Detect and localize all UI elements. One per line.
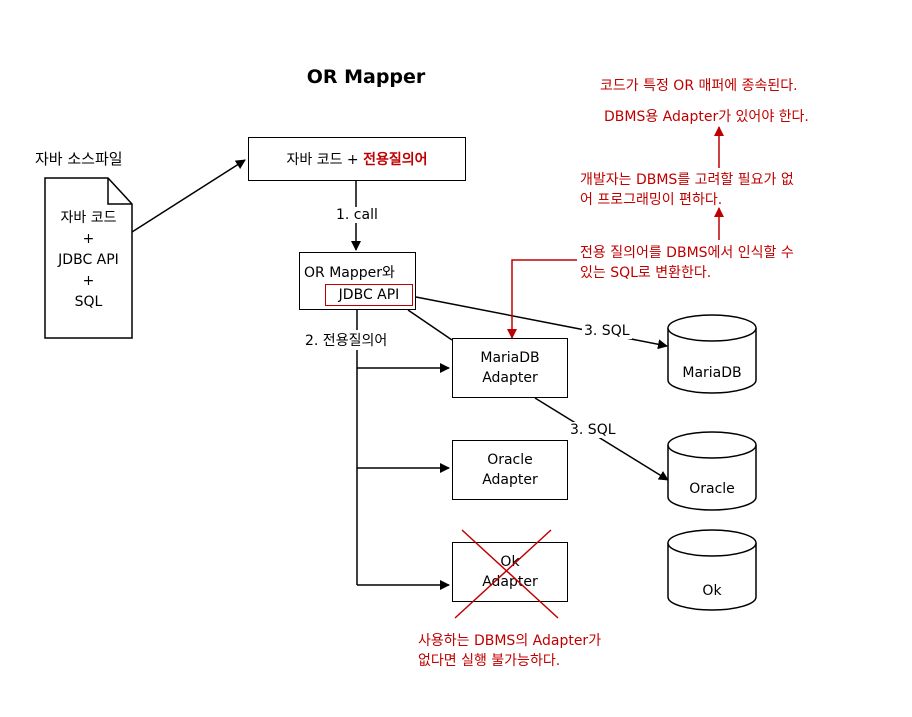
source-file-line: 자바 코드	[60, 210, 117, 226]
java-code-box: 자바 코드 + 전용질의어	[248, 137, 466, 181]
database-mariadb-shape	[667, 314, 757, 394]
edge-label-query: 2. 전용질의어	[303, 330, 390, 350]
source-file-line: SQL	[74, 294, 103, 310]
source-file-line: +	[82, 231, 95, 247]
or-mapper-box: OR Mapper와 JDBC API	[299, 252, 416, 310]
source-file-shape	[44, 177, 133, 339]
note-developer: 개발자는 DBMS를 고려할 필요가 없 어 프로그래밍이 편하다.	[580, 172, 794, 208]
note-unavailable: 사용하는 DBMS의 Adapter가 없다면 실행 불가능하다.	[418, 633, 602, 669]
database-oracle-shape	[667, 431, 757, 511]
source-file-fold	[107, 178, 132, 205]
adapter-oracle: Oracle Adapter	[452, 440, 568, 500]
diagram-title: OR Mapper	[306, 66, 426, 88]
edge-label-sql-oracle: 3. SQL	[568, 422, 618, 438]
edge-file-to-code	[131, 159, 246, 233]
database-oracle-label: Oracle	[689, 481, 735, 497]
edge-sql-oracle	[534, 397, 669, 481]
adapter-mariadb: MariaDB Adapter	[452, 338, 568, 398]
note-adapter-required: DBMS용 Adapter가 있어야 한다.	[604, 109, 809, 125]
source-file-caption: 자바 소스파일	[35, 150, 123, 168]
edge-label-sql-mariadb: 3. SQL	[582, 323, 632, 339]
database-mariadb-label: MariaDB	[682, 365, 742, 381]
edge-convert-note	[507, 259, 577, 339]
edge-label-call: 1. call	[334, 207, 380, 223]
or-mapper-label: OR Mapper와	[304, 265, 395, 281]
jdbc-api-highlight: JDBC API	[325, 284, 413, 306]
database-ok-shape	[667, 529, 757, 611]
note-convert: 전용 질의어를 DBMS에서 인식할 수 있는 SQL로 변환한다.	[580, 243, 880, 283]
source-file-line: JDBC API	[58, 252, 119, 268]
java-code-prefix: 자바 코드 +	[286, 152, 364, 168]
java-code-highlight: 전용질의어	[363, 152, 428, 168]
note-dependency: 코드가 특정 OR 매퍼에 종속된다.	[600, 78, 798, 94]
database-ok-label: Ok	[702, 583, 722, 599]
edge-ormapper-adapter	[407, 309, 453, 341]
source-file-line: +	[82, 273, 95, 289]
adapter-ok: Ok Adapter	[452, 542, 568, 602]
source-file-contents: 자바 코드 + JDBC API + SQL	[45, 208, 132, 313]
